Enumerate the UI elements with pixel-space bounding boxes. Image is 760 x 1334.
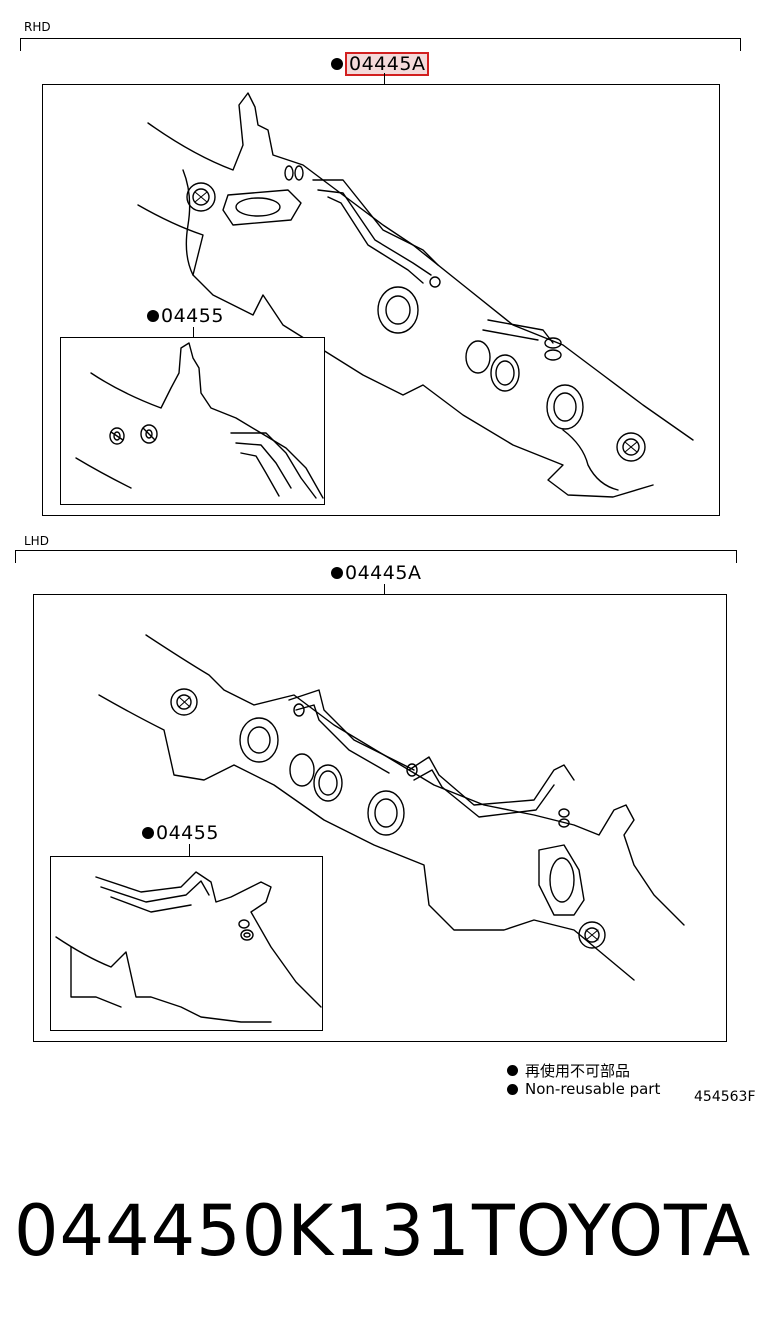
rhd-inset-frame bbox=[60, 337, 325, 505]
non-reusable-dot-icon bbox=[331, 567, 343, 579]
callout-rhd-main-label: 04445A bbox=[345, 52, 430, 76]
legend-jp: 再使用不可部品 bbox=[507, 1060, 630, 1081]
part-number: 044450K131 bbox=[14, 1190, 471, 1272]
callout-lhd-main-label: 04445A bbox=[345, 562, 422, 584]
rhd-steering-rack-drawing bbox=[137, 92, 694, 498]
legend-en-text: Non-reusable part bbox=[525, 1080, 661, 1098]
non-reusable-dot-icon bbox=[507, 1065, 518, 1076]
section-label-lhd: LHD bbox=[24, 534, 49, 548]
callout-rhd-inset-label: 04455 bbox=[161, 305, 224, 327]
callout-rhd-main-leader bbox=[384, 73, 385, 85]
lhd-diagram-frame: 04455 bbox=[33, 594, 727, 1042]
non-reusable-dot-icon bbox=[507, 1083, 518, 1095]
lhd-inset-drawing bbox=[55, 871, 322, 1023]
rhd-diagram-frame: 04455 bbox=[42, 84, 720, 516]
callout-lhd-inset[interactable]: 04455 bbox=[142, 822, 219, 844]
section-label-rhd: RHD bbox=[24, 20, 51, 34]
non-reusable-dot-icon bbox=[331, 58, 343, 70]
callout-rhd-main[interactable]: 04445A bbox=[331, 52, 430, 76]
legend-en: Non-reusable part bbox=[507, 1080, 660, 1098]
non-reusable-dot-icon bbox=[142, 827, 154, 839]
lhd-steering-rack-drawing bbox=[98, 634, 685, 981]
callout-lhd-main-leader bbox=[384, 584, 385, 594]
callout-rhd-inset[interactable]: 04455 bbox=[147, 305, 224, 327]
callout-lhd-inset-leader bbox=[189, 844, 190, 856]
callout-rhd-inset-leader bbox=[193, 327, 194, 337]
callout-lhd-main[interactable]: 04445A bbox=[331, 562, 421, 584]
lhd-inset-frame bbox=[50, 856, 323, 1031]
figure-number: 454563F bbox=[694, 1089, 756, 1105]
brand-name: TOYOTA bbox=[472, 1190, 752, 1272]
section-bracket-lhd bbox=[15, 550, 737, 563]
legend-jp-text: 再使用不可部品 bbox=[525, 1062, 631, 1080]
section-bracket-rhd bbox=[20, 38, 741, 51]
rhd-inset-drawing bbox=[75, 342, 324, 499]
callout-lhd-inset-label: 04455 bbox=[156, 822, 219, 844]
non-reusable-dot-icon bbox=[147, 310, 159, 322]
